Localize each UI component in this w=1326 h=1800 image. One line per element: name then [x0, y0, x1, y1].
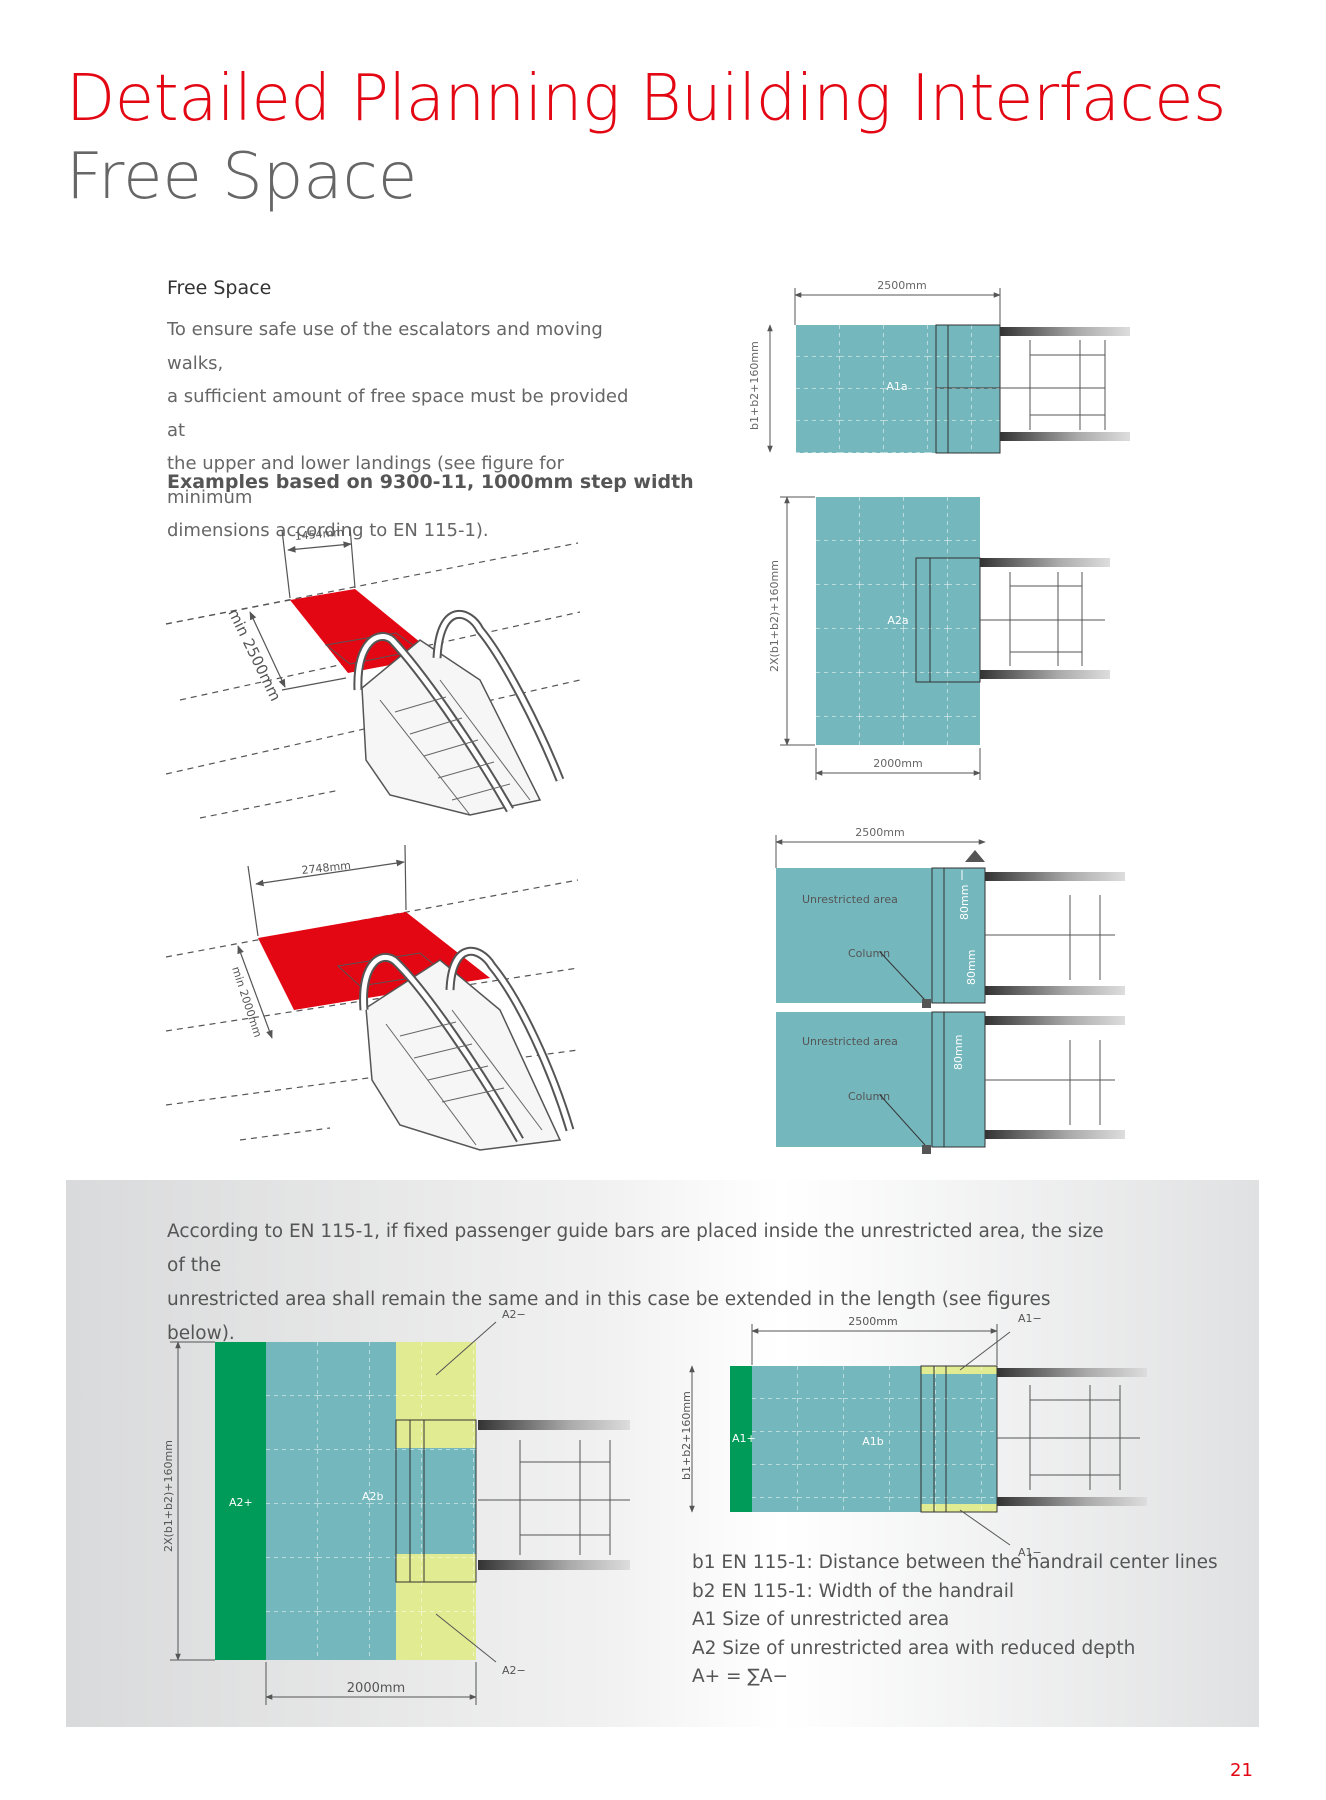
- area-label: A2a: [887, 614, 908, 627]
- dimension-label: b1+b2+160mm: [680, 1391, 693, 1480]
- intro-line: dimensions according to EN 115-1).: [167, 520, 489, 541]
- intro-heading: Free Space: [167, 277, 272, 299]
- area-label: Unrestricted area: [802, 1035, 898, 1048]
- intro-paragraph: To ensure safe use of the escalators and…: [167, 313, 647, 548]
- escalator-drawing: [353, 609, 565, 816]
- page-number: 21: [1230, 1760, 1253, 1781]
- band-paragraph: According to EN 115-1, if fixed passenge…: [167, 1215, 1117, 1351]
- area-label: A1b: [862, 1435, 884, 1448]
- dimension-label: 2000mm: [347, 1681, 405, 1696]
- minus-label: A2−: [502, 1664, 526, 1677]
- legend-item: b2 EN 115-1: Width of the handrail: [692, 1580, 1015, 1602]
- intro-line: the upper and lower landings (see figure…: [167, 453, 565, 508]
- legend-item: A+ = ∑A−: [692, 1666, 789, 1687]
- plus-label: A1+: [732, 1432, 756, 1445]
- dimension-label: 2X(b1+b2)+160mm: [768, 560, 781, 672]
- band-line: According to EN 115-1, if fixed passenge…: [167, 1221, 1104, 1276]
- gap-label: 80mm: [952, 1035, 965, 1070]
- perspective-figure-top: 1454mm min 2500mm: [165, 526, 581, 819]
- plan-a2b: 2X(b1+b2)+160mm A2+ A2b A2− A2− 2000mm: [162, 1308, 630, 1705]
- dimension-label: 2748mm: [301, 859, 352, 877]
- dimension-label: 2000mm: [873, 757, 922, 770]
- band-line: unrestricted area shall remain the same …: [167, 1289, 1051, 1344]
- legend-item: A1 Size of unrestricted area: [692, 1609, 950, 1630]
- intro-line: a sufficient amount of free space must b…: [167, 386, 629, 441]
- perspective-figure-bottom: 2748mm min 2000mm: [165, 844, 579, 1151]
- gap-label: 80mm: [965, 950, 978, 985]
- dimension-label: 2X(b1+b2)+160mm: [162, 1440, 175, 1552]
- gap-label: 80mm: [958, 885, 971, 920]
- examples-heading: Examples based on 9300-11, 1000mm step w…: [167, 471, 694, 493]
- column-label: Column: [848, 1090, 890, 1103]
- dimension-label: 2500mm: [877, 279, 926, 292]
- plan-a1b: 2500mm b1+b2+160mm A1+ A1b A1− A1−: [680, 1312, 1147, 1559]
- minus-label: A1−: [1018, 1546, 1042, 1559]
- page-title: Detailed Planning Building Interfaces: [66, 62, 1226, 136]
- dimension-label: 2500mm: [848, 1315, 897, 1328]
- escalator-drawing: [359, 946, 575, 1151]
- page-subtitle: Free Space: [66, 140, 418, 214]
- intro-line: To ensure safe use of the escalators and…: [167, 319, 603, 374]
- plan-a1a: 2500mm b1+b2+160mm A1a: [748, 279, 1130, 454]
- dimension-label: 2500mm: [855, 826, 904, 839]
- area-label: A2b: [362, 1490, 384, 1503]
- plus-label: A2+: [229, 1496, 253, 1509]
- legend: b1 EN 115-1: Distance between the handra…: [692, 1549, 1218, 1692]
- dimension-label: 1454mm: [294, 526, 344, 543]
- plan-a2a: 2X(b1+b2)+160mm A2a 2000mm: [768, 496, 1110, 780]
- area-label: Unrestricted area: [802, 893, 898, 906]
- legend-item: A2 Size of unrestricted area with reduce…: [692, 1637, 1136, 1659]
- minus-label: A2−: [502, 1308, 526, 1321]
- dimension-label: b1+b2+160mm: [748, 341, 761, 430]
- legend-item: b1 EN 115-1: Distance between the handra…: [692, 1552, 1218, 1573]
- plan-columns: 2500mm Unrestricted area Column 80mm 80m…: [775, 826, 1125, 1154]
- minus-label: A1−: [1018, 1312, 1042, 1325]
- area-label: A1a: [886, 380, 907, 393]
- column-label: Column: [848, 947, 890, 960]
